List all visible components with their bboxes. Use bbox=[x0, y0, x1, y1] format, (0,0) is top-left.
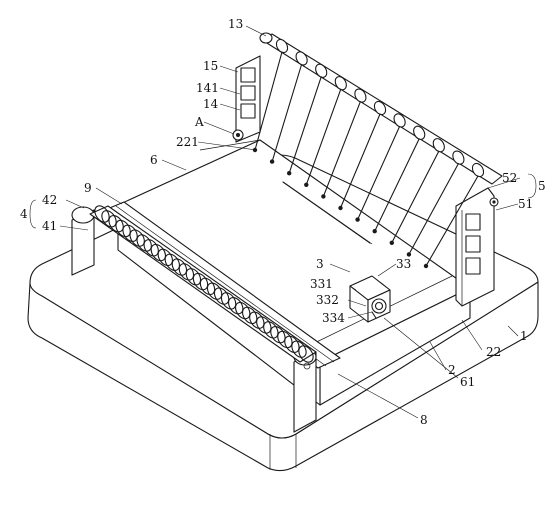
wire-anchor bbox=[406, 252, 412, 257]
wire-anchor bbox=[269, 159, 275, 164]
label-42: 42 bbox=[42, 193, 57, 207]
tension-wire bbox=[374, 138, 420, 232]
label-22: 22 bbox=[486, 345, 501, 359]
label-61: 61 bbox=[460, 375, 475, 389]
front-roller-assembly bbox=[71, 205, 317, 433]
tension-wire bbox=[339, 113, 381, 209]
cutting-unit bbox=[349, 275, 391, 323]
shaft-hub bbox=[354, 88, 367, 103]
label-4: 4 bbox=[20, 207, 28, 221]
shaft-hub bbox=[471, 162, 485, 178]
tension-wire bbox=[391, 150, 440, 244]
tension-wire bbox=[271, 63, 303, 163]
shaft-hub bbox=[452, 150, 465, 165]
label-14: 14 bbox=[203, 97, 219, 111]
roller-ring bbox=[298, 345, 314, 363]
shaft-hub bbox=[275, 38, 289, 54]
part-labels: 13 15 141 14 A 221 6 9 42 41 4 52 51 5 3… bbox=[20, 17, 546, 427]
tension-wires bbox=[252, 51, 479, 269]
wire-anchor bbox=[287, 171, 292, 176]
shaft-hub bbox=[373, 100, 387, 116]
wire-anchor bbox=[338, 205, 343, 211]
roller-coil-rings bbox=[94, 205, 314, 363]
shaft-hubs bbox=[275, 38, 485, 178]
leader-lines bbox=[29, 25, 537, 419]
label-332: 332 bbox=[316, 293, 339, 307]
label-A: A bbox=[194, 115, 204, 129]
label-13: 13 bbox=[228, 17, 243, 31]
front-roller bbox=[89, 205, 317, 363]
shaft-hub bbox=[315, 63, 328, 78]
label-51: 51 bbox=[518, 197, 533, 211]
wire-anchor bbox=[423, 263, 429, 269]
label-6: 6 bbox=[150, 153, 158, 167]
label-33: 33 bbox=[396, 257, 411, 271]
label-52: 52 bbox=[502, 171, 517, 185]
tension-wire bbox=[425, 175, 479, 267]
label-2: 2 bbox=[448, 363, 456, 377]
shaft-hub bbox=[432, 138, 445, 153]
label-331: 331 bbox=[310, 277, 333, 291]
tension-wire bbox=[408, 163, 459, 255]
wire-anchor bbox=[389, 240, 394, 245]
label-334: 334 bbox=[322, 311, 345, 325]
label-9: 9 bbox=[84, 181, 92, 195]
shaft-hub bbox=[393, 113, 406, 128]
label-15: 15 bbox=[203, 59, 218, 73]
upper-frame bbox=[232, 32, 503, 307]
label-141: 141 bbox=[196, 81, 219, 95]
tension-wire bbox=[254, 51, 283, 151]
label-221: 221 bbox=[176, 135, 199, 149]
label-5: 5 bbox=[538, 179, 546, 193]
wire-anchor bbox=[304, 182, 309, 187]
wire-anchor bbox=[372, 229, 377, 234]
label-41: 41 bbox=[42, 219, 57, 233]
shaft-hub bbox=[295, 51, 308, 66]
tension-wire bbox=[305, 88, 342, 186]
label-1: 1 bbox=[520, 329, 528, 343]
wire-anchor bbox=[355, 217, 360, 222]
tension-wire bbox=[288, 76, 322, 174]
tension-wire bbox=[357, 125, 401, 221]
wire-anchor bbox=[321, 194, 326, 199]
shaft-hub bbox=[334, 76, 347, 91]
label-8: 8 bbox=[420, 413, 428, 427]
tension-wire bbox=[322, 101, 361, 197]
shaft-hub bbox=[413, 125, 426, 140]
label-3: 3 bbox=[316, 257, 324, 271]
